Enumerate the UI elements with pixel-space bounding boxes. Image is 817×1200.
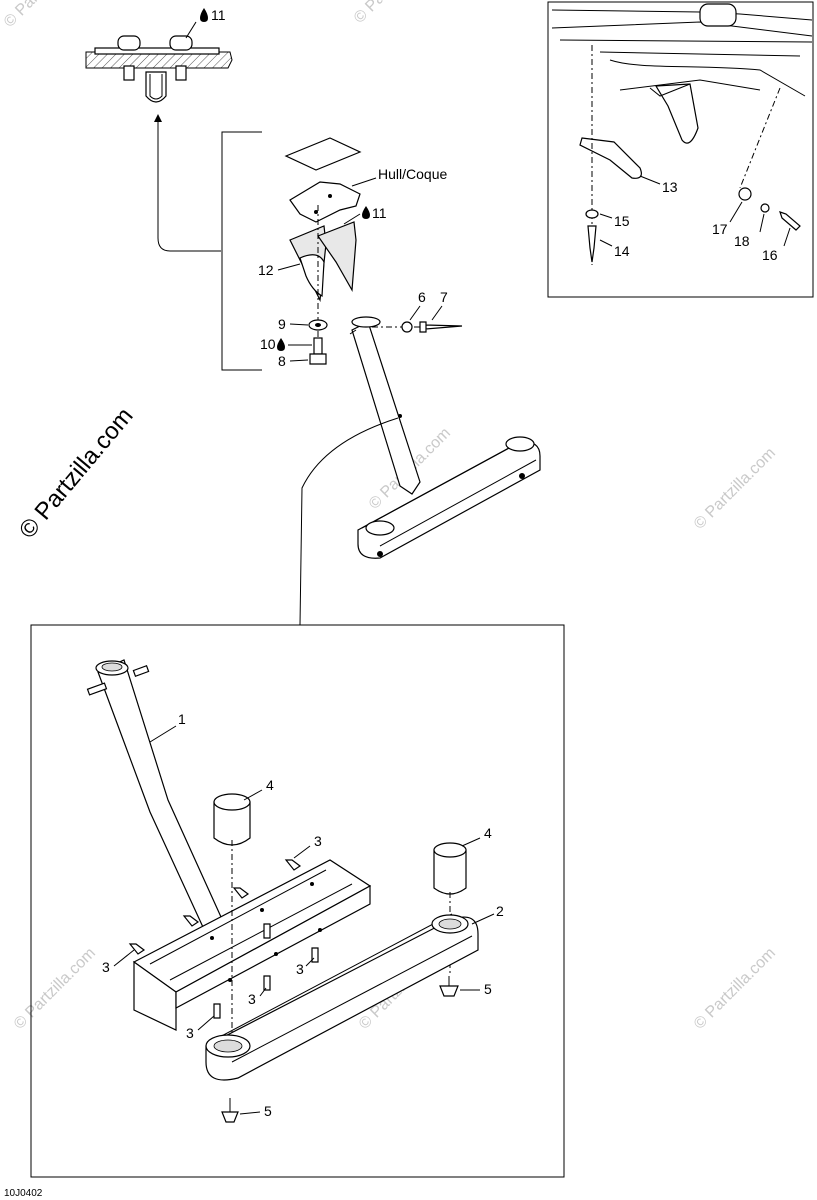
callout-3-e: 3	[186, 1025, 194, 1041]
inset-frame-hull-view	[547, 1, 814, 298]
detail-link-line	[299, 417, 399, 626]
callout-8: 8	[278, 353, 286, 369]
detail-frame-stand	[30, 624, 565, 1178]
assembly-bracket-line	[221, 131, 262, 371]
bolt-10	[313, 337, 323, 355]
callout-10: 10	[260, 336, 276, 352]
callout-3-d: 3	[248, 991, 256, 1007]
callout-15: 15	[614, 213, 630, 229]
callout-13: 13	[662, 179, 678, 195]
callout-2: 2	[496, 903, 504, 919]
washer-6	[401, 321, 413, 333]
inset-hull-drawing	[551, 3, 813, 265]
callout-1: 1	[178, 711, 186, 727]
callout-18: 18	[734, 233, 750, 249]
callout-5-bottom: 5	[264, 1103, 272, 1119]
watermark-faint: © Partzilla.com	[691, 945, 779, 1033]
callout-6: 6	[418, 289, 426, 305]
hull-label: Hull/Coque	[378, 166, 447, 182]
callout-7: 7	[440, 289, 448, 305]
diagram-code: 10J0402	[4, 1188, 43, 1199]
stand-exploded-view	[86, 659, 479, 1123]
sealant-drop-icon	[362, 206, 370, 219]
watermark-faint: © Partzilla.com	[691, 445, 779, 533]
callout-11-top: 11	[211, 7, 226, 23]
bolt-head-8	[309, 353, 327, 365]
hull-cross-section	[85, 21, 233, 103]
callout-16: 16	[762, 247, 778, 263]
callout-11-mid: 11	[372, 205, 387, 221]
callout-12: 12	[258, 262, 274, 278]
watermark-main: © Partzilla.com	[14, 403, 139, 544]
callout-4-left: 4	[266, 777, 274, 793]
watermark-faint: © Partzilla.com	[11, 945, 99, 1033]
callout-4-right: 4	[484, 825, 492, 841]
callout-9: 9	[278, 316, 286, 332]
callout-3-b: 3	[102, 959, 110, 975]
watermark-faint: © Partzilla.com	[351, 0, 439, 27]
callout-3-c: 3	[296, 961, 304, 977]
callout-5-right: 5	[484, 981, 492, 997]
reference-arrow	[154, 114, 221, 252]
watermark-faint: © Partzilla.com	[1, 0, 89, 31]
mounting-plates	[284, 137, 362, 303]
rivet-7	[419, 321, 463, 333]
stand-assembled-view	[349, 316, 541, 559]
callout-17: 17	[712, 221, 728, 237]
callout-14: 14	[614, 243, 630, 259]
callout-3-a: 3	[314, 833, 322, 849]
sealant-drop-icon	[200, 8, 208, 22]
sealant-drop-icon	[277, 338, 285, 351]
